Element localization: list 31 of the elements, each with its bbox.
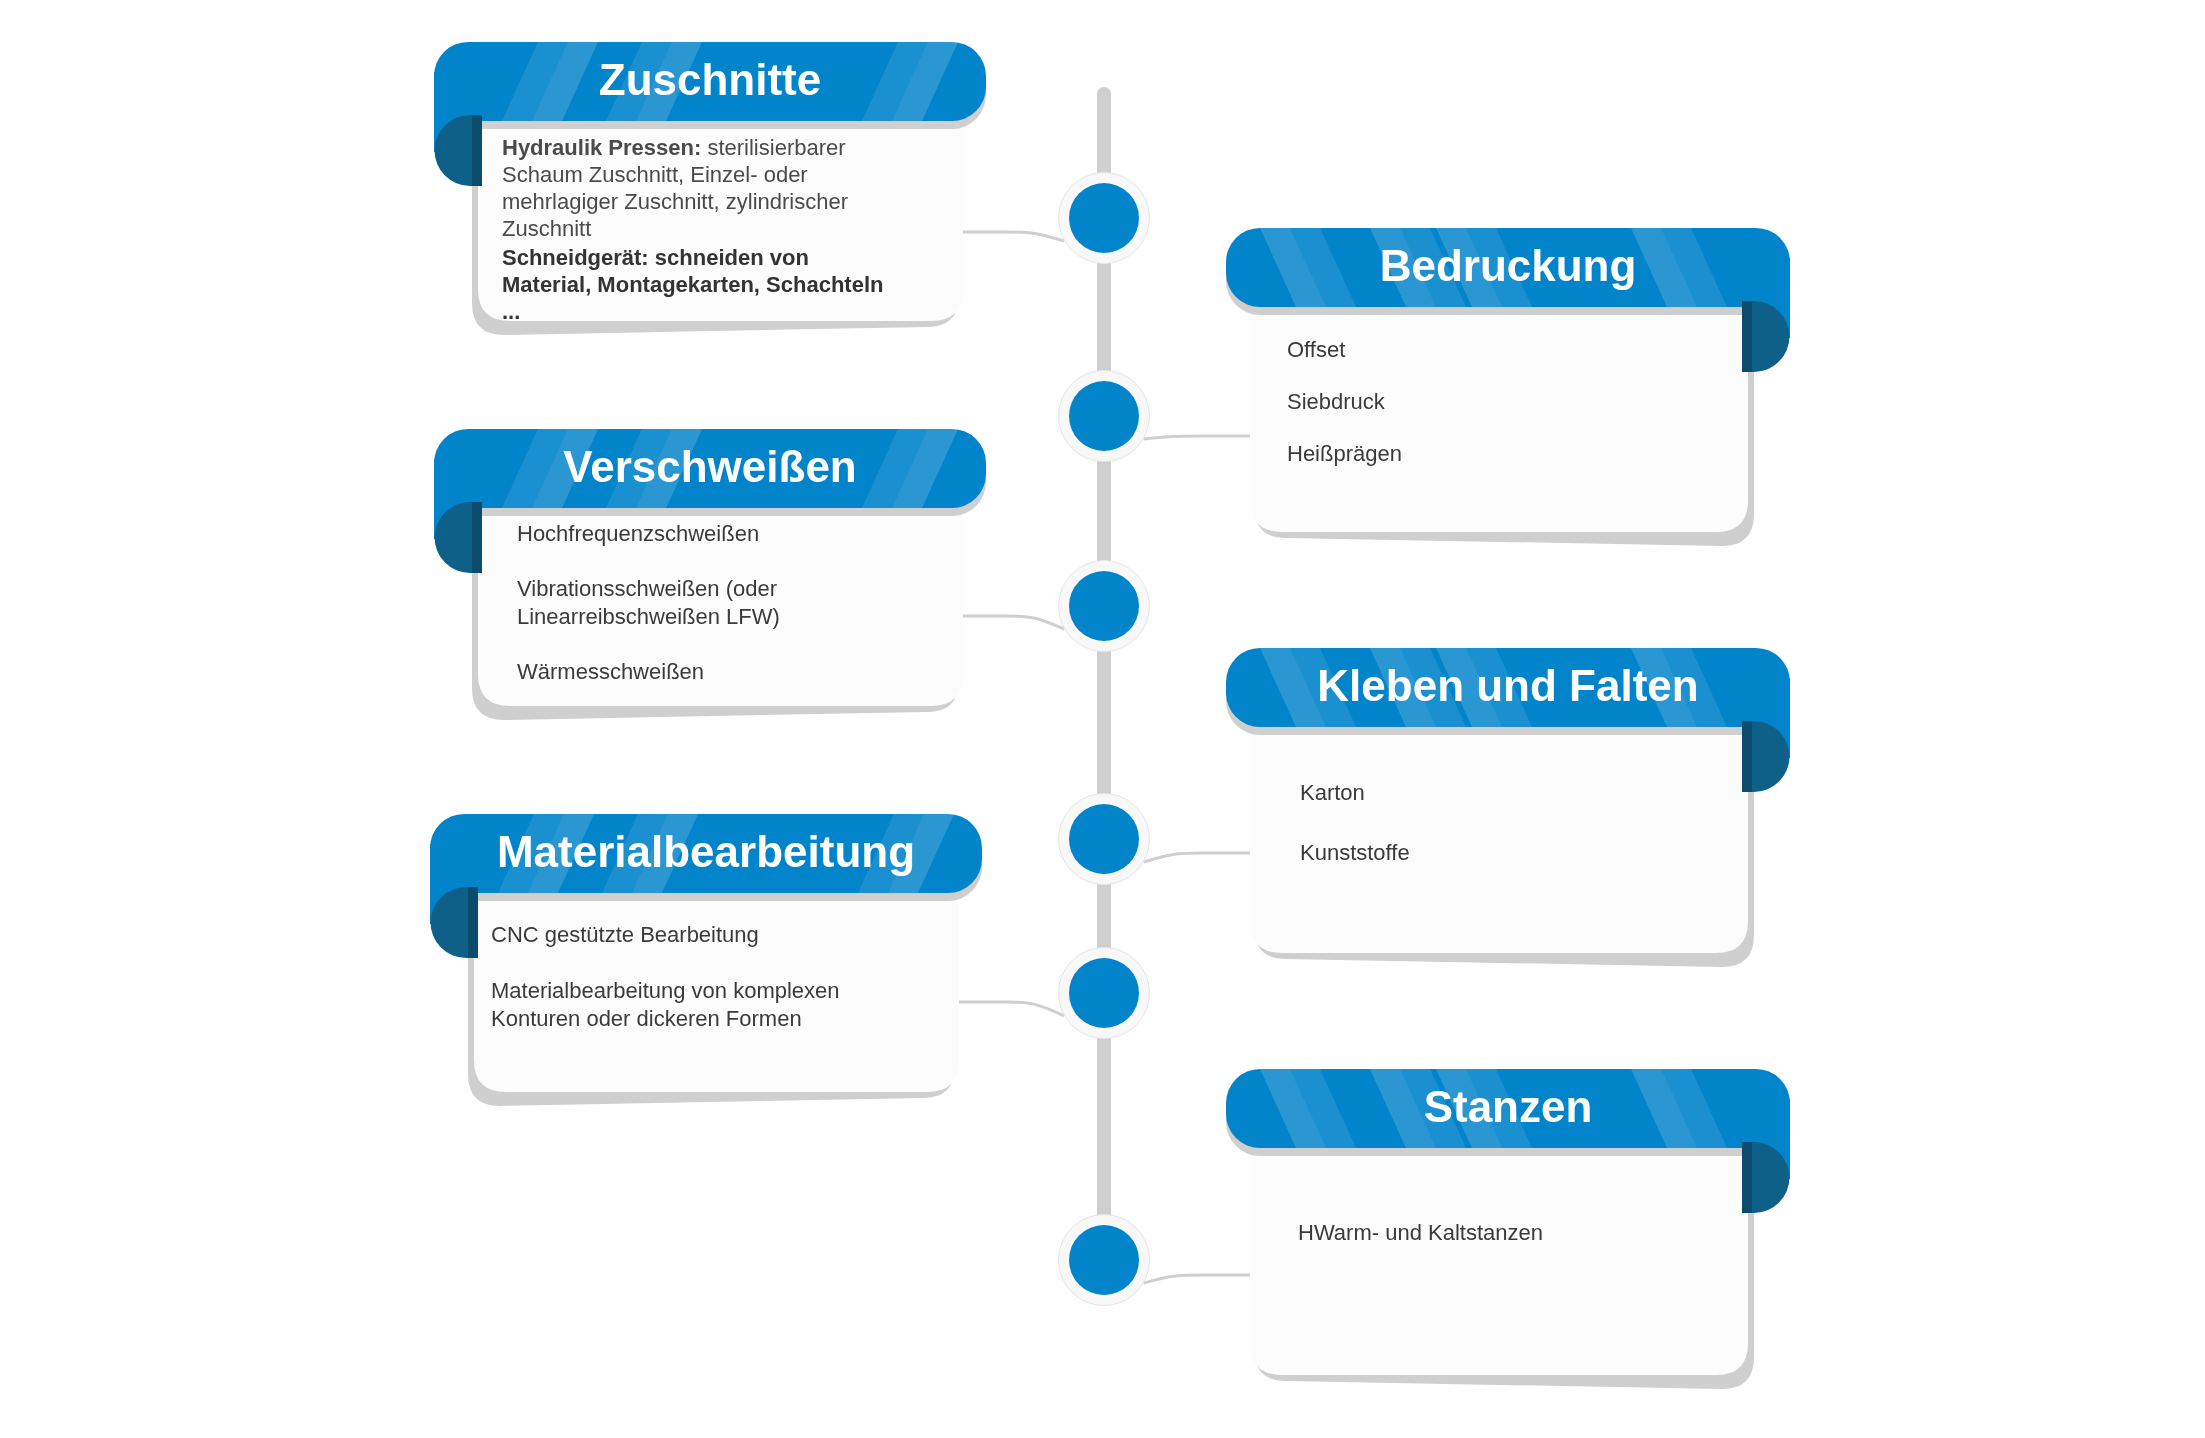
card-title: Materialbearbeitung (496, 830, 916, 874)
connector-line (959, 1000, 1065, 1018)
card-text: HWarm- und Kaltstanzen (1298, 1219, 1543, 1247)
card-text: CNC gestützte Bearbeitung (491, 921, 759, 949)
ribbon-card (430, 814, 982, 1106)
card-title: Kleben und Falten (1317, 664, 1699, 708)
ribbon-card (1226, 228, 1790, 546)
card-text: Hydraulik Pressen: sterilisierbarer Schaum Zuschnitt, Einzel- oder mehrlagiger Zuschnitt, zylindrischer Zuschnitt (502, 134, 850, 242)
card-text: Offset (1287, 336, 1346, 364)
ribbon-card (434, 42, 986, 335)
card-title: Verschweißen (563, 445, 857, 489)
card-text: Schneidgerät: schneiden von Material, Montagekarten, Schachteln ... (502, 244, 885, 325)
card-text: Kunststoffe (1300, 839, 1410, 867)
ribbon-card (1226, 1069, 1790, 1389)
ribbon-card (434, 429, 986, 720)
card-text: Vibrationsschweißen (oder Linearreibschweißen LFW) (517, 575, 781, 631)
card-title: Stanzen (1423, 1085, 1593, 1129)
card-title: Bedruckung (1379, 244, 1637, 288)
card-text: Hochfrequenzschweißen (517, 520, 760, 548)
card-title: Zuschnitte (598, 58, 822, 102)
connector-line (963, 614, 1065, 631)
connector-line (1143, 1273, 1250, 1285)
connector-line (1143, 851, 1250, 864)
connector-line (963, 230, 1065, 243)
card-text: Siebdruck (1287, 388, 1385, 416)
card-text: Karton (1300, 779, 1365, 807)
card-text: Wärmesschweißen (517, 658, 705, 686)
connector-line (1143, 434, 1250, 441)
card-text: Materialbearbeitung von komplexen Konturen oder dickeren Formen (491, 977, 841, 1033)
ribbon-card (1226, 648, 1790, 967)
card-text: Heißprägen (1287, 440, 1402, 468)
